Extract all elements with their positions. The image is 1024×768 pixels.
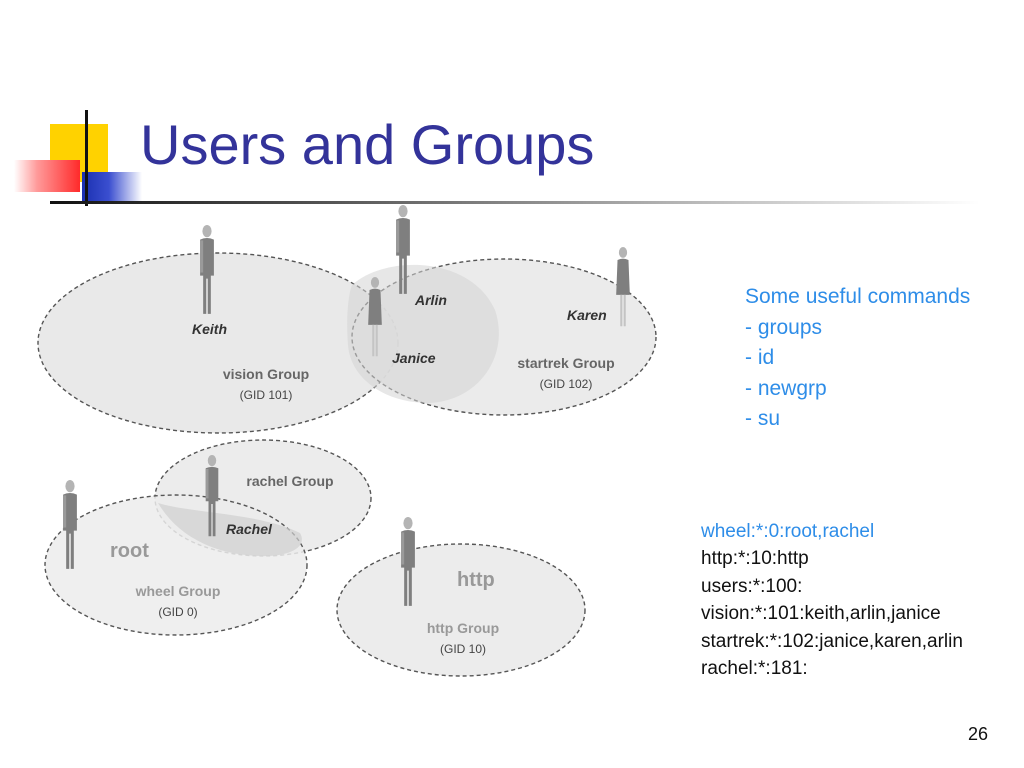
group-file-line: vision:*:101:keith,arlin,janice <box>701 603 941 625</box>
group-file-listing: wheel:*:0:root,rachel http:*:10:http use… <box>701 518 963 682</box>
user-label-root: root <box>110 540 149 562</box>
vision-group-ellipse <box>37 252 399 434</box>
http-group-ellipse <box>336 543 586 677</box>
group-file-line: http:*:10:http <box>701 548 809 570</box>
useful-commands: Some useful commands - groups - id - new… <box>745 282 970 435</box>
user-label-janice: Janice <box>392 350 436 366</box>
command-item: - id <box>745 346 775 369</box>
slide-title: Users and Groups <box>140 113 595 176</box>
group-name-vision: vision Group <box>223 366 309 382</box>
user-label-http: http <box>457 569 495 591</box>
group-name-startrek: startrek Group <box>517 355 614 371</box>
vision-startrek-overlap <box>347 264 499 403</box>
page-number: 26 <box>968 724 989 744</box>
group-file-line: users:*:100: <box>701 575 803 597</box>
users-groups-diagram: Keith Arlin Janice Karen Rachel root htt… <box>37 205 657 677</box>
title-deco-vertical-line <box>85 110 88 206</box>
group-gid-startrek: (GID 102) <box>540 377 593 391</box>
title-deco-blue-bar <box>82 172 142 202</box>
group-name-http: http Group <box>427 620 499 636</box>
group-name-rachel: rachel Group <box>246 473 333 489</box>
command-item: - groups <box>745 315 823 339</box>
group-name-wheel: wheel Group <box>135 583 221 599</box>
group-file-line: wheel:*:0:root,rachel <box>701 521 875 542</box>
commands-heading: Some useful commands <box>745 285 971 308</box>
group-gid-wheel: (GID 0) <box>158 605 197 619</box>
user-label-keith: Keith <box>192 321 227 337</box>
rachel-wheel-overlap <box>158 503 302 557</box>
title-underline <box>50 201 980 204</box>
group-gid-vision: (GID 101) <box>240 388 293 402</box>
user-label-rachel: Rachel <box>226 521 273 537</box>
command-item: - newgrp <box>745 376 827 400</box>
user-label-arlin: Arlin <box>414 292 447 308</box>
command-item: - su <box>745 407 781 430</box>
user-label-karen: Karen <box>567 307 607 323</box>
group-gid-http: (GID 10) <box>440 642 486 656</box>
group-file-line: startrek:*:102:janice,karen,arlin <box>701 630 963 652</box>
group-file-line: rachel:*:181: <box>701 658 808 680</box>
title-deco-red-bar <box>14 160 80 192</box>
